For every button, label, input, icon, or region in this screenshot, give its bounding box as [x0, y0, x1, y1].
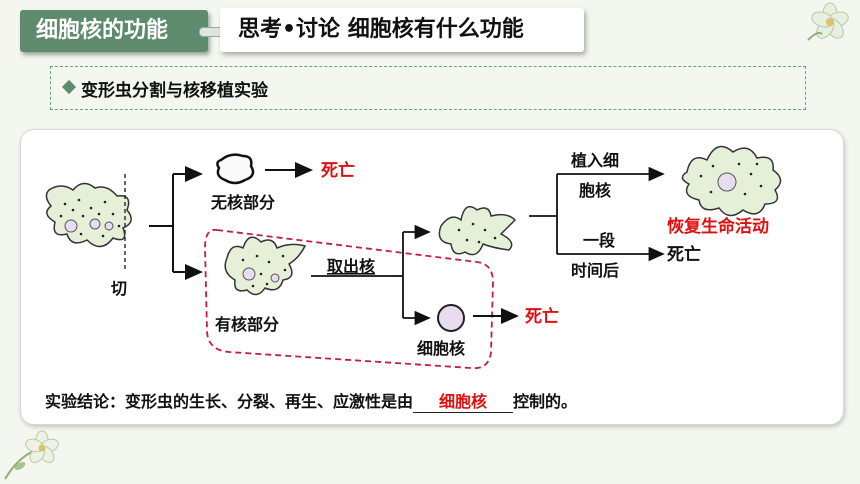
experiment-diagram: 切 无核部分 死亡 有核部分 取出核: [45, 145, 782, 370]
flower-decoration-icon: [4, 430, 59, 480]
conclusion: 实验结论：变形虫的生长、分裂、再生、应激性是由细胞核控制的。: [45, 388, 577, 413]
extract-label: 取出核: [327, 257, 375, 276]
cut-label: 切: [111, 279, 127, 298]
implant-result: 恢复生命活动: [667, 216, 769, 237]
nucleus-result: 死亡: [525, 306, 559, 327]
red-dashed-outline: [204, 228, 494, 370]
nucleus-label: 细胞核: [417, 339, 465, 358]
subheading-box: 变形虫分割与核移植实验: [50, 66, 806, 110]
conclusion-prefix: 实验结论：变形虫的生长、分裂、再生、应激性是由: [45, 392, 414, 411]
section-title: 细胞核的功能: [36, 18, 169, 43]
wait-label-line2: 时间后: [571, 261, 619, 280]
subheading-text: 变形虫分割与核移植实验: [81, 81, 268, 101]
restored-amoeba: [681, 145, 782, 217]
enucleated-amoeba: [438, 205, 517, 256]
conclusion-answer: 细胞核: [413, 388, 514, 413]
experiment-panel: 切 无核部分 死亡 有核部分 取出核: [20, 129, 844, 425]
discussion-title-box: 思考•讨论 细胞核有什么功能: [220, 8, 584, 52]
diamond-bullet-icon: [61, 79, 77, 95]
wait-result: 死亡: [667, 244, 701, 265]
amoeba-original: [45, 182, 132, 248]
no-nucleus-fragment: [216, 153, 255, 185]
no-nucleus-label: 无核部分: [210, 193, 275, 212]
wait-label-line1: 一段: [583, 231, 616, 250]
no-nucleus-result: 死亡: [321, 160, 355, 181]
isolated-nucleus: [437, 304, 465, 332]
with-nucleus-fragment: [224, 236, 307, 296]
section-tab: 细胞核的功能: [20, 10, 208, 52]
implant-label-line2: 胞核: [578, 181, 611, 200]
conclusion-suffix: 控制的。: [513, 392, 578, 411]
flower-decoration-icon: [807, 2, 849, 41]
with-nucleus-label: 有核部分: [215, 315, 279, 334]
implant-label-line1: 植入细: [570, 151, 619, 170]
discussion-title: 思考•讨论 细胞核有什么功能: [238, 17, 524, 42]
